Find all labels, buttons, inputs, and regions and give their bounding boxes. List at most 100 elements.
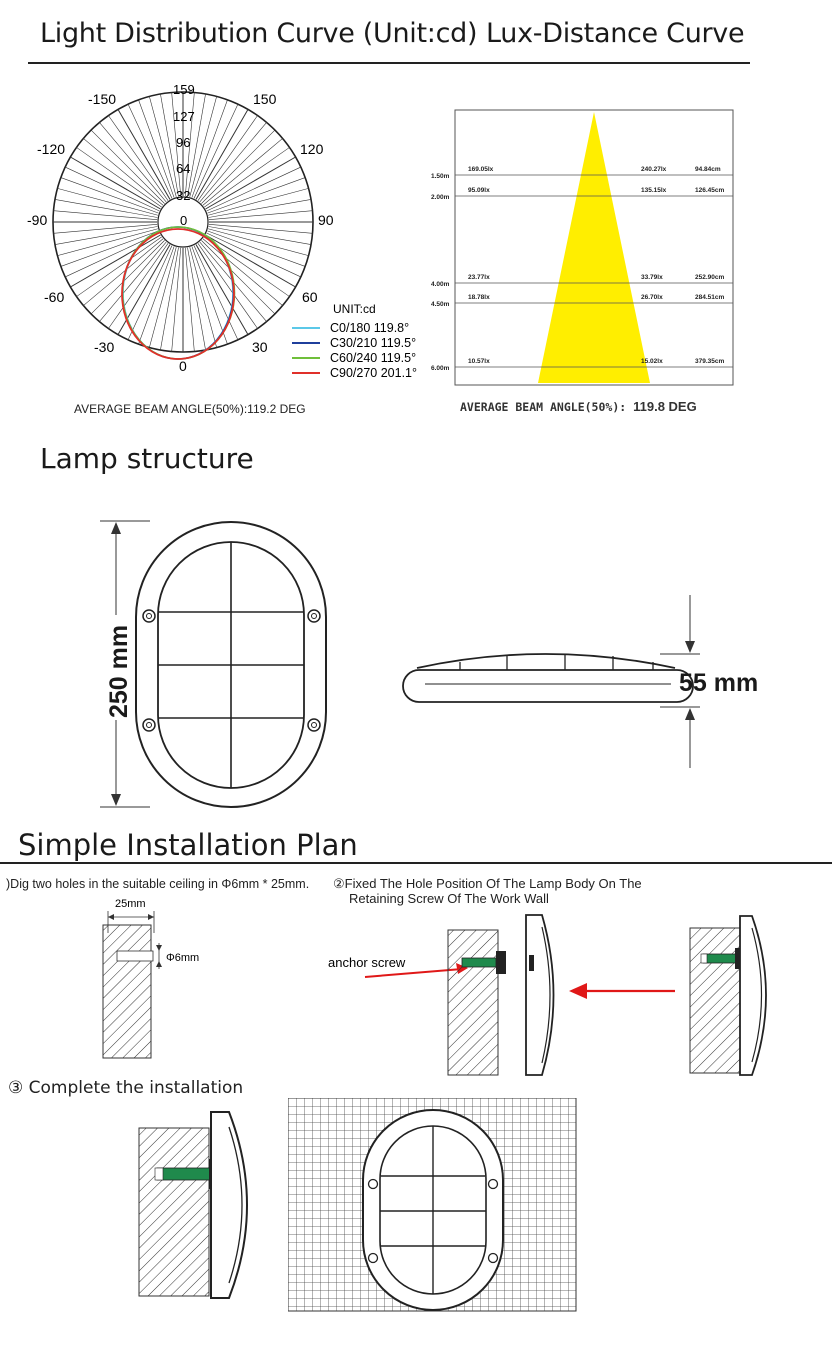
step-3-text: ③ Complete the installation — [8, 1078, 243, 1098]
lux-center-value: 169.05lx — [468, 166, 494, 173]
polar-spoke — [184, 92, 195, 197]
polar-spoke — [99, 122, 167, 203]
angle-label-120: 120 — [300, 141, 324, 157]
polar-spoke — [197, 243, 258, 329]
polar-spoke — [138, 246, 175, 345]
polar-spoke — [60, 230, 159, 267]
angle-label-m60: -60 — [44, 289, 64, 305]
step-3-marker: ③ — [8, 1078, 24, 1098]
polar-spoke — [160, 93, 179, 197]
polar-spoke — [65, 166, 160, 212]
ring-label-127: 127 — [173, 109, 195, 124]
anchor-screw — [461, 957, 497, 968]
curve-c90-270 — [121, 228, 235, 360]
polar-spoke — [83, 138, 164, 206]
polar-spoke — [108, 115, 169, 201]
lux-beam-cone — [538, 112, 650, 383]
step-1-text: )Dig two holes in the suitable ceiling i… — [6, 877, 309, 891]
step-2-lamp-mounted — [739, 915, 767, 1076]
step-1-marker: ) — [6, 877, 11, 891]
lux-frame — [454, 109, 734, 386]
lux-edge-value: 33.79lx — [641, 274, 663, 281]
screw-icon — [142, 718, 156, 732]
anchor-screw-label: anchor screw — [328, 955, 406, 970]
angle-label-30: 30 — [252, 339, 268, 355]
screw-icon — [307, 609, 321, 623]
legend-label-c30: C30/210 119.5° — [330, 336, 416, 350]
polar-spoke — [99, 241, 167, 322]
angle-label-150: 150 — [253, 91, 277, 107]
lux-distance-label: 1.50m — [431, 173, 450, 180]
polar-spoke — [204, 147, 290, 208]
polar-spoke — [208, 199, 312, 218]
polar-spoke — [76, 236, 162, 297]
polar-spoke — [171, 247, 182, 352]
polar-spoke — [171, 92, 182, 197]
polar-beam-caption: AVERAGE BEAM ANGLE(50%):119.2 DEG — [74, 402, 306, 416]
lamp-front-view: 250 mm — [100, 520, 327, 808]
height-dimension-label: 250 mm — [105, 625, 133, 718]
polar-spoke — [205, 156, 296, 210]
angle-label-60: 60 — [302, 289, 318, 305]
step-2-line-2: Retaining Screw Of The Work Wall — [349, 891, 549, 906]
polar-spoke — [83, 238, 164, 306]
lamp-side-base — [402, 669, 694, 703]
polar-grid — [52, 91, 314, 353]
polar-spoke — [53, 223, 158, 234]
step-2-drawing-left: anchor screw — [328, 914, 555, 1076]
label-25mm: 25mm — [115, 898, 146, 910]
step-2-wall — [447, 929, 499, 1076]
polar-spoke — [189, 96, 217, 197]
polar-spoke — [57, 228, 158, 256]
depth-dimension-label: 55 mm — [679, 669, 758, 697]
polar-spoke — [191, 246, 228, 345]
polar-spoke — [206, 166, 301, 212]
lux-center-value: 10.57lx — [468, 358, 490, 365]
step-3-front-drawing — [288, 1098, 577, 1312]
legend-label-c0: C0/180 119.8° — [330, 321, 409, 335]
angle-label-90: 90 — [318, 212, 334, 228]
legend-label-c60: C60/240 119.5° — [330, 351, 416, 365]
screw-icon — [367, 1252, 379, 1264]
lux-beam-caption-value: 119.8 DEG — [633, 399, 697, 414]
screw-icon — [307, 718, 321, 732]
polar-spoke — [207, 230, 306, 267]
lux-distance-label: 2.00m — [431, 194, 450, 201]
angle-label-m90: -90 — [27, 212, 47, 228]
polar-spoke — [193, 104, 239, 199]
step-2-marker: ② — [333, 876, 345, 891]
screw-icon — [367, 1178, 379, 1190]
lux-beam-caption-prefix: AVERAGE BEAM ANGLE(50%): — [460, 400, 627, 414]
angle-label-0: 0 — [179, 358, 187, 374]
polar-spoke — [191, 99, 228, 198]
polar-spoke — [184, 247, 195, 352]
step-2-drawing-right — [689, 915, 767, 1076]
polar-spoke — [70, 156, 161, 210]
polar-legend: C0/180 119.8° C30/210 119.5° C60/240 119… — [292, 321, 417, 380]
step-1-label: Dig two holes in the suitable ceiling in… — [10, 877, 310, 891]
ring-label-0: 0 — [180, 213, 187, 228]
installation-divider — [0, 862, 832, 864]
polar-spoke — [149, 247, 177, 348]
lamp-side-view: 55 mm — [402, 595, 758, 768]
anchor-screw-arrow — [364, 968, 463, 978]
lamp-screws — [142, 609, 321, 732]
step-2-lamp-side — [525, 914, 555, 1076]
polar-spoke — [193, 245, 239, 340]
polar-spoke — [207, 177, 306, 214]
step-1-drawing: 25mm Φ6mm — [102, 898, 199, 1059]
polar-spoke — [187, 247, 206, 351]
polar-chart: 159 127 96 64 32 0 -150 150 -120 120 -90… — [27, 82, 417, 380]
screw-icon — [487, 1178, 499, 1190]
polar-spoke — [76, 147, 162, 208]
step-2-line-1: Fixed The Hole Position Of The Lamp Body… — [344, 876, 642, 891]
depth-arrow-down — [685, 641, 695, 653]
mount-direction-arrow — [569, 983, 675, 999]
polar-curves — [121, 226, 236, 360]
lux-distance-label: 4.50m — [431, 301, 450, 308]
installation-plan-title: Simple Installation Plan — [18, 828, 358, 862]
polar-spoke — [127, 104, 173, 199]
polar-spoke — [195, 244, 249, 335]
lux-diameter-value: 94.84cm — [695, 166, 721, 173]
